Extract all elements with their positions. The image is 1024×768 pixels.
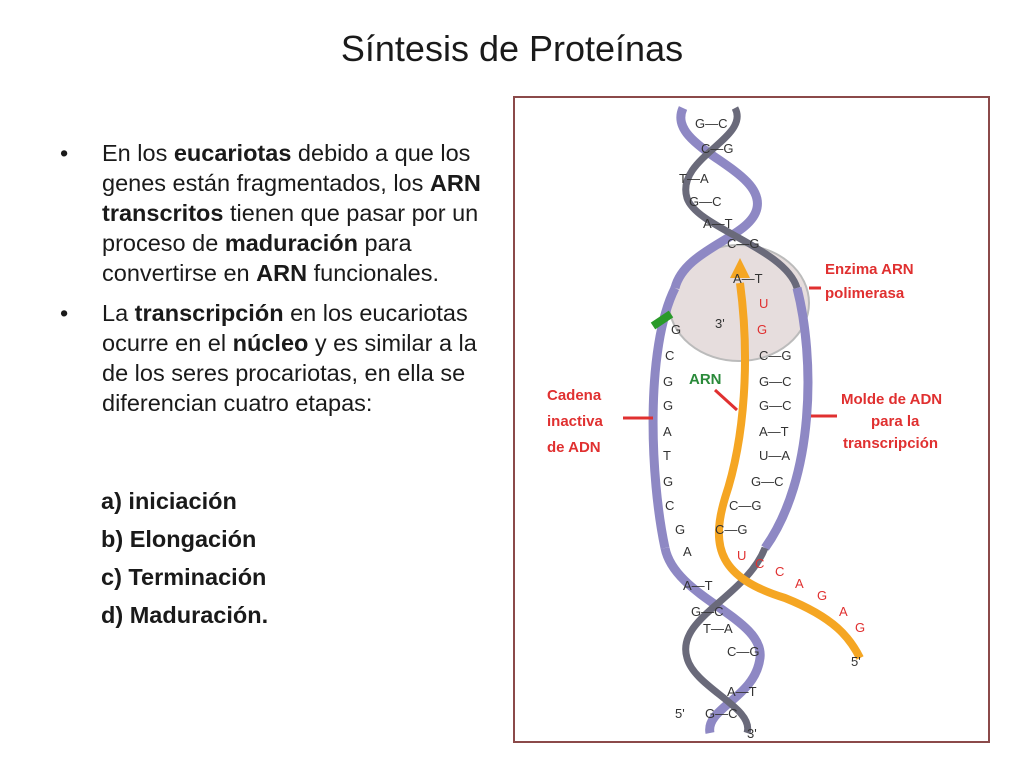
bold-term: eucariotas: [173, 140, 292, 166]
text-run: y es similar a la de los seres procariot…: [102, 330, 477, 416]
base-pair: G—C: [759, 374, 792, 389]
text-run: funcionales.: [307, 260, 440, 286]
dna-strand-lower-b: [682, 546, 769, 735]
enzyme-label-line2: polimerasa: [825, 285, 905, 302]
text-run: debido a que los genes están fragmentado…: [102, 140, 471, 196]
bold-term: núcleo: [232, 330, 309, 356]
rna-base: G: [817, 588, 827, 603]
base-pair: A—T: [759, 424, 789, 439]
bullet-dot: •: [60, 140, 69, 166]
rna-base: A: [795, 576, 804, 591]
rna-strand: [714, 282, 864, 660]
rna-end-label: 5': [851, 654, 861, 669]
base-pair: A—T: [683, 578, 713, 593]
bold-term: ARN transcritos: [102, 170, 481, 226]
bullet-item-2: • La transcripción en los eucariotas ocu…: [60, 298, 500, 418]
base-pair: G—C: [751, 474, 784, 489]
top-base-pairs: G—C C—G T—A G—C A—T C—G A—T: [679, 116, 763, 286]
arn-pointer: [713, 388, 739, 412]
base-pair: G—C: [691, 604, 724, 619]
stage-maturation: d) Maduración.: [101, 602, 269, 628]
bottom-base-pairs: A—T G—C T—A C—G A—T G—C: [683, 578, 760, 721]
bullet-text-1: En los eucariotas debido a que los genes…: [102, 140, 481, 286]
template-label-line3: transcripción: [843, 435, 938, 452]
rna-base: C: [755, 556, 764, 571]
page-title: Síntesis de Proteínas: [340, 28, 684, 69]
inactive-label-line3: de ADN: [547, 439, 601, 456]
base-pair: G—C: [695, 116, 728, 131]
text-run: En los: [102, 140, 174, 166]
base: A: [663, 424, 672, 439]
text-run: para convertirse en: [102, 230, 412, 286]
base: C: [665, 348, 674, 363]
strand-end-label: 3': [715, 316, 725, 331]
base-pair: C—G: [727, 644, 760, 659]
base: G: [663, 374, 673, 389]
stage-initiation: a) iniciación: [101, 488, 237, 514]
bold-term: maduración: [224, 230, 359, 256]
stage-termination: c) Terminación: [101, 564, 267, 590]
inactive-label-line2: inactiva: [547, 413, 604, 430]
bullet-item-1: • En los eucariotas debido a que los gen…: [60, 138, 500, 288]
base-pair: C—G: [727, 236, 760, 251]
base: G: [663, 398, 673, 413]
strand-end-label: 3': [747, 726, 757, 741]
rna-tail-bases: U C C A G A G: [737, 548, 865, 635]
rna-base: U: [737, 548, 746, 563]
base-pair: G—C: [705, 706, 738, 721]
dna-strand-upper-a: [670, 106, 762, 290]
base: G: [663, 474, 673, 489]
text-run: en los eucariotas ocurre en el: [102, 300, 468, 356]
bullet-dot: •: [60, 300, 69, 326]
strand-end-label: 5': [675, 706, 685, 721]
promoter-marker: [650, 310, 674, 330]
base-pair: A—T: [727, 684, 757, 699]
template-base-pairs: U G C—G G—C G—C A—T U—A G—C C—G C—G: [715, 296, 792, 537]
base-pair: C—G: [759, 348, 792, 363]
dna-strand-lower-a: [660, 546, 765, 734]
bold-term: ARN: [256, 260, 308, 286]
base-pair: C—G: [715, 522, 748, 537]
base-pair: G—C: [759, 398, 792, 413]
template-label-line2: para la: [871, 413, 920, 430]
base-pair: A—T: [703, 216, 733, 231]
inactive-strand-bases: G C G G A T G C G A: [663, 322, 692, 559]
base-pair: T—A: [679, 171, 709, 186]
template-label-line1: Molde de ADN: [841, 391, 942, 408]
base: T: [663, 448, 671, 463]
base: A: [683, 544, 692, 559]
rna-base: G: [757, 322, 767, 337]
base-pair: C—G: [729, 498, 762, 513]
bold-term: transcripción: [134, 300, 284, 326]
rna-arrowhead: [730, 258, 750, 278]
base-pair: T—A: [703, 621, 733, 636]
base-pair: A—T: [733, 271, 763, 286]
enzyme-label-line1: Enzima ARN: [825, 261, 914, 278]
transcription-svg: G—C C—G T—A G—C A—T C—G A—T G C G G A T …: [547, 106, 942, 741]
dna-strand-upper-b: [682, 106, 801, 290]
arn-label: ARN: [689, 371, 722, 388]
transcription-diagram: G—C C—G T—A G—C A—T C—G A—T G C G G A T …: [513, 96, 990, 743]
text-run: tienen que pasar por un proceso de: [102, 200, 479, 256]
bullet-list: • En los eucariotas debido a que los gen…: [60, 138, 500, 428]
rna-base: C: [775, 564, 784, 579]
rna-base: U: [759, 296, 768, 311]
base-pair: G—C: [689, 194, 722, 209]
bullet-text-2: La transcripción en los eucariotas ocurr…: [102, 300, 477, 416]
template-dna-strand: [761, 286, 813, 551]
stage-list: a) iniciación b) Elongación c) Terminaci…: [101, 482, 268, 634]
text-run: La: [102, 300, 135, 326]
inactive-label-line1: Cadena: [547, 387, 602, 404]
base-pair: C—G: [701, 141, 734, 156]
base: C: [665, 498, 674, 513]
stage-elongation: b) Elongación: [101, 526, 257, 552]
base-pair: U—A: [759, 448, 790, 463]
base: G: [671, 322, 681, 337]
base: G: [675, 522, 685, 537]
rna-base: A: [839, 604, 848, 619]
rna-base: G: [855, 620, 865, 635]
